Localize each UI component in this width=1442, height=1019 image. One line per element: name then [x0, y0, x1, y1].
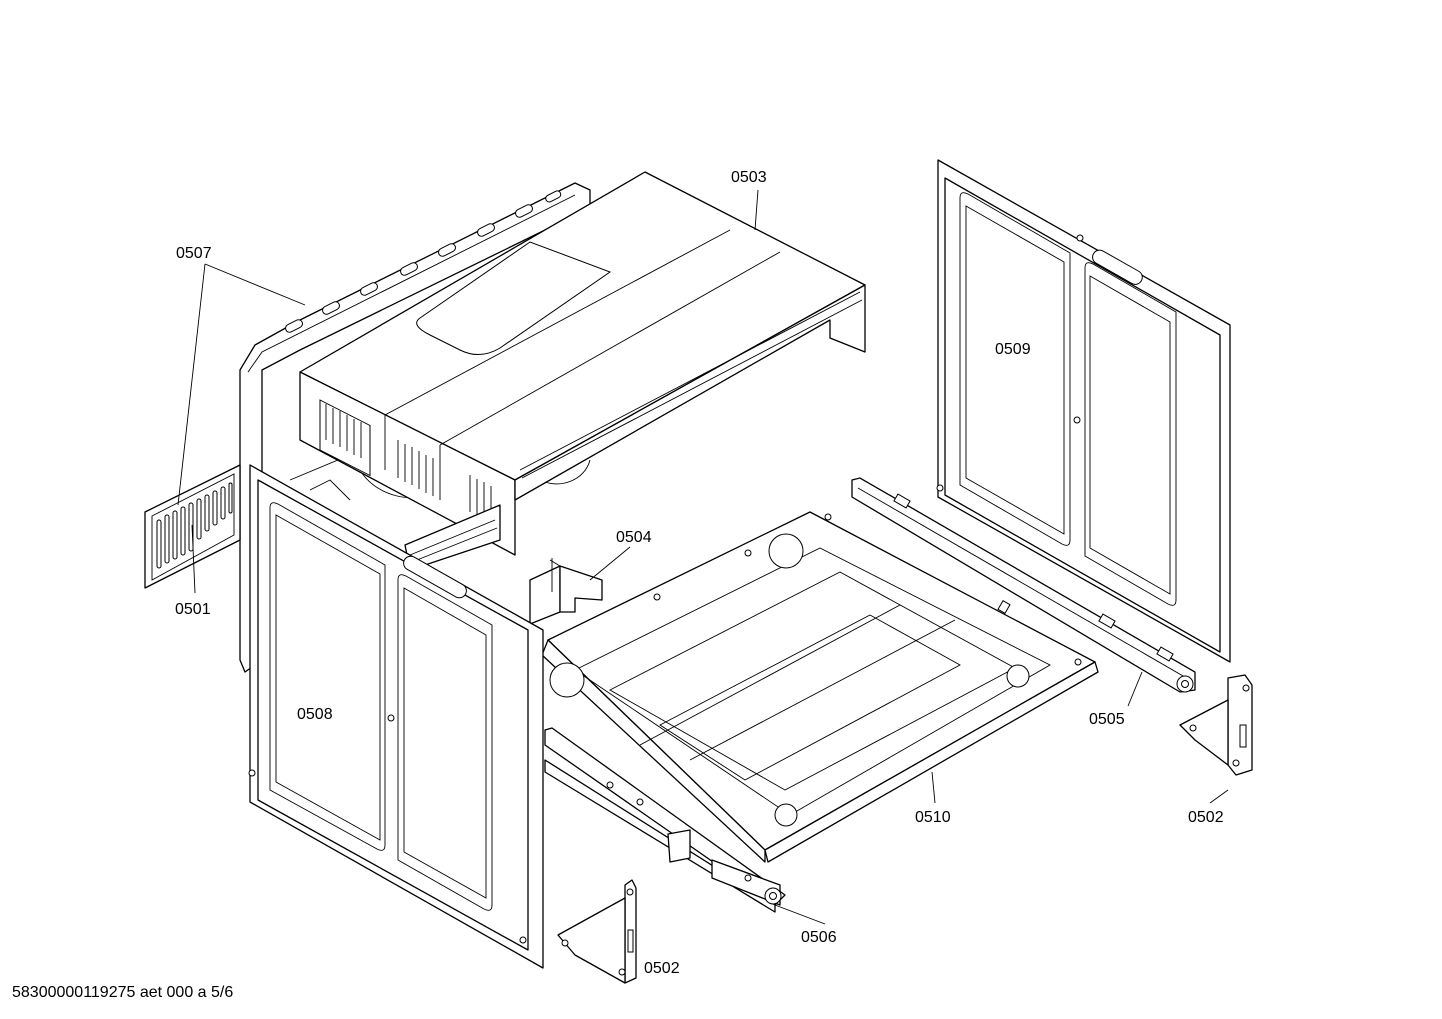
label-0501: 0501: [175, 601, 211, 618]
part-0509-right-side-panel: [936, 159, 1231, 663]
grille-slots: [156, 482, 233, 569]
label-0505: 0505: [1089, 711, 1125, 728]
label-0510: 0510: [915, 809, 951, 826]
label-0502-bottom: 0502: [644, 960, 680, 977]
part-0506-left-rail: [544, 727, 786, 913]
label-0506: 0506: [801, 929, 837, 946]
part-0510-base-plate: [541, 511, 1099, 863]
part-0503-top-cover: [299, 171, 866, 571]
part-0502-bottom-bracket: [557, 879, 637, 984]
leader-lines: [177, 189, 1229, 925]
part-0505-right-rail: [851, 477, 1196, 693]
part-0504-small-bracket: [529, 558, 603, 625]
label-0508: 0508: [297, 706, 333, 723]
top-rail-vent-slots: [285, 190, 562, 333]
document-id: 58300000119275 aet 000 a 5/6: [12, 984, 233, 1001]
part-0508-left-side-panel: [248, 464, 544, 969]
label-0504: 0504: [616, 529, 652, 546]
label-0509: 0509: [995, 341, 1031, 358]
part-labels: 0503 0507 0509 0504 0501 0505 0508 0510 …: [175, 169, 1224, 977]
label-0507: 0507: [176, 245, 212, 262]
top-cover-vent-grid: [319, 399, 492, 523]
part-0502-right-bracket: [1179, 674, 1253, 776]
label-0502-right: 0502: [1188, 809, 1224, 826]
label-0503: 0503: [731, 169, 767, 186]
